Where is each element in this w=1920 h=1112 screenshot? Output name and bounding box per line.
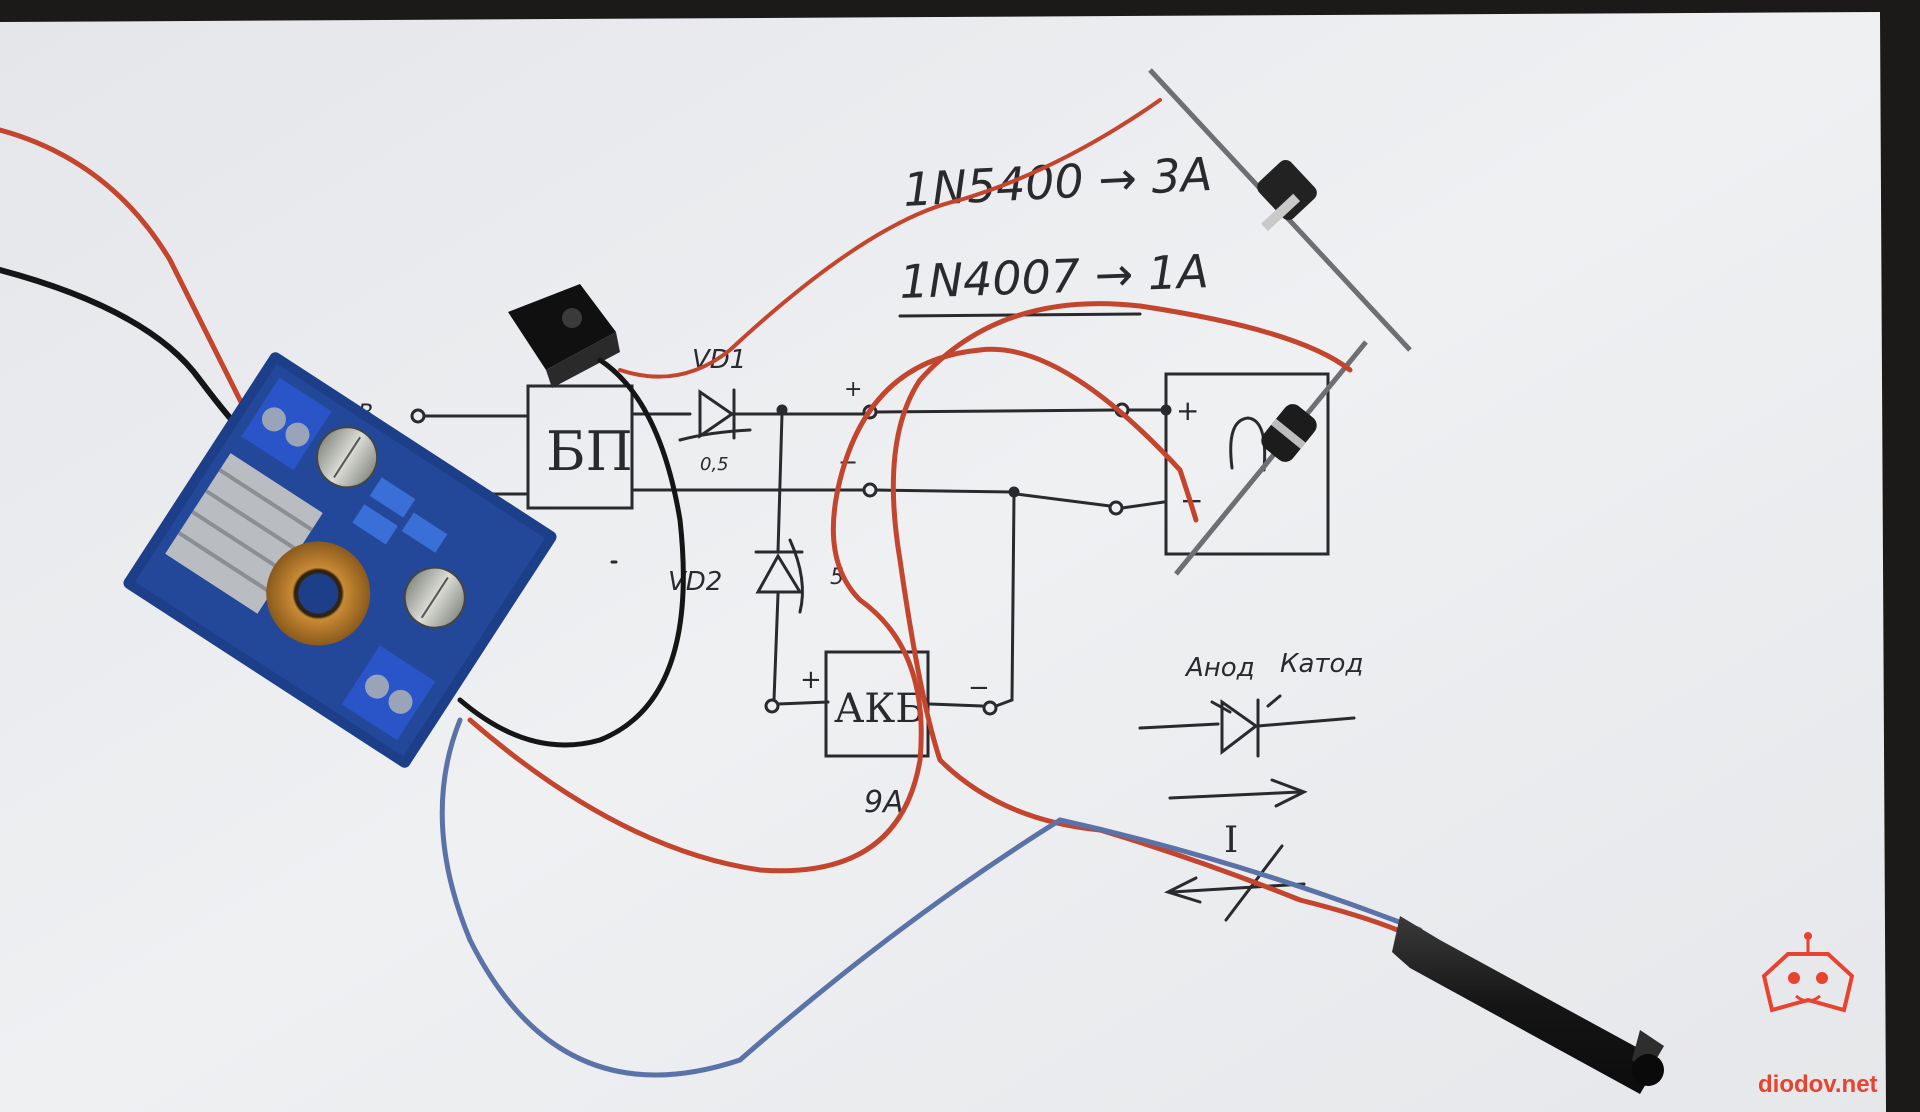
- watermark-text: diodov.net: [1758, 1071, 1878, 1098]
- minus-sign-battery: −: [968, 673, 990, 703]
- blue-wire: [439, 717, 1423, 1078]
- battery-box: [824, 650, 930, 758]
- trimmer-2: [352, 504, 398, 545]
- vd1-diode-symbol: [698, 389, 735, 439]
- trimmer-3: [401, 512, 448, 553]
- paper-sheet: [0, 12, 1886, 1112]
- power-diode-inserted: [1174, 340, 1368, 576]
- red-wire-loop: [890, 301, 1423, 943]
- cathode-label: Катод: [1280, 649, 1363, 679]
- schematic-labels: 1N5400 → 3A 1N4007 → 1A VD1 0,5 VD2 5 БП…: [358, 147, 1363, 861]
- psu-label: БП: [546, 420, 633, 483]
- current-label: I: [1224, 820, 1238, 861]
- legend-diode-symbol: [1220, 699, 1259, 756]
- black-wire-jack: [457, 357, 686, 748]
- red-wire-jack: [618, 98, 1162, 379]
- load-box: [1164, 372, 1330, 556]
- watermark-robot-icon: [1761, 932, 1855, 1013]
- plus-sign-load: +: [1176, 394, 1199, 427]
- vd2-label: VD2: [668, 567, 722, 597]
- dc-jack: [508, 284, 620, 388]
- red-wire-main: [467, 346, 1199, 874]
- psu-box: [526, 384, 634, 510]
- red-wire-left: [0, 127, 253, 423]
- vd2-diode-symbol: [755, 553, 803, 594]
- dc-plug: [1392, 916, 1664, 1094]
- plus-sign-battery: +: [800, 665, 822, 695]
- battery-label: АКБ: [834, 686, 925, 732]
- schematic-drawing: [410, 312, 1356, 922]
- vd1-current-label: 0,5: [700, 454, 729, 475]
- trimmer-1: [369, 477, 416, 518]
- plus-sign-top: +: [844, 377, 862, 402]
- battery-note: 9A: [864, 785, 904, 820]
- anode-label: Анод: [1184, 653, 1255, 683]
- output-terminal-block: [341, 645, 436, 741]
- input-terminal-block: [241, 377, 332, 471]
- watermark: diodov.net: [1758, 932, 1878, 1098]
- diode-note-2: 1N4007 → 1A: [898, 244, 1209, 309]
- dc-dc-module: [123, 352, 557, 768]
- power-diode-loose: [1148, 68, 1412, 352]
